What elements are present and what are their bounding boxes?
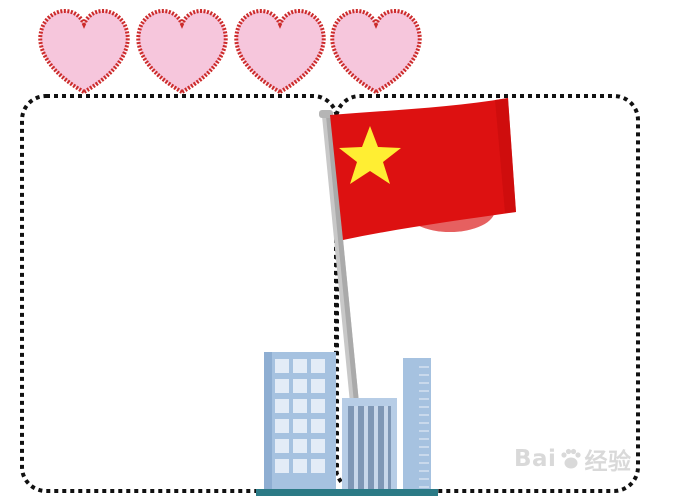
building-window xyxy=(293,379,307,393)
paw-icon xyxy=(561,448,582,469)
ground-strip xyxy=(256,489,438,496)
building-stripe xyxy=(419,446,429,448)
building-stripe xyxy=(419,470,429,472)
building-window xyxy=(311,399,325,413)
building-stripe xyxy=(419,382,429,384)
building-window xyxy=(275,399,289,413)
building-window xyxy=(311,459,325,473)
building-window xyxy=(293,439,307,453)
watermark-text-left: Bai xyxy=(514,446,557,472)
building-stripe xyxy=(419,422,429,424)
building-window xyxy=(311,359,325,373)
flag-pole xyxy=(319,110,359,403)
building-window xyxy=(293,399,307,413)
building-stripe xyxy=(419,366,429,368)
building-stripe xyxy=(419,374,429,376)
watermark-text-right: 经验 xyxy=(584,449,632,475)
building-stripe xyxy=(419,462,429,464)
building-window xyxy=(311,439,325,453)
right-dotted-frame xyxy=(334,94,640,493)
building-window xyxy=(311,419,325,433)
building-window xyxy=(275,439,289,453)
star-icon xyxy=(339,126,401,184)
building-window xyxy=(275,419,289,433)
city-buildings-icon xyxy=(256,352,438,496)
heart-2 xyxy=(136,9,228,95)
building-stripe xyxy=(419,486,429,488)
hearts-row xyxy=(38,9,422,95)
building-stripe xyxy=(419,414,429,416)
building-window xyxy=(293,419,307,433)
building-stripe xyxy=(419,438,429,440)
heart-1 xyxy=(38,9,130,95)
building-stripe xyxy=(419,454,429,456)
building-stripe xyxy=(419,406,429,408)
building-stripe xyxy=(419,390,429,392)
building-window xyxy=(293,459,307,473)
heart-3 xyxy=(234,9,326,95)
building-window xyxy=(293,359,307,373)
building-stripe xyxy=(419,430,429,432)
building-stripe xyxy=(419,398,429,400)
heart-4 xyxy=(330,9,422,95)
building-window xyxy=(311,379,325,393)
building-window xyxy=(275,359,289,373)
baidu-watermark: Bai 经验 xyxy=(514,437,659,481)
red-flag-icon xyxy=(330,98,516,240)
building-stripe xyxy=(419,478,429,480)
building-window xyxy=(275,459,289,473)
building-window xyxy=(275,379,289,393)
